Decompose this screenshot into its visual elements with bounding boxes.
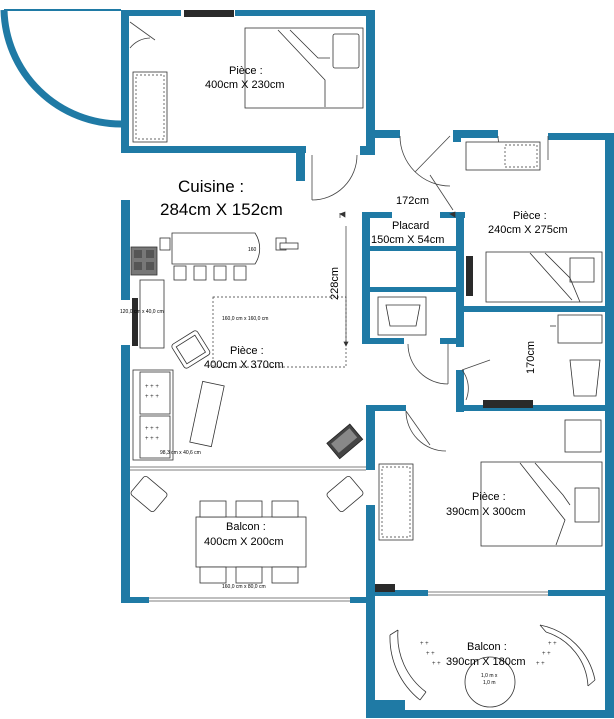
toilet — [377, 296, 427, 336]
wall — [548, 590, 614, 596]
wall — [296, 146, 305, 181]
balcony-right-furniture — [389, 624, 596, 708]
wall — [366, 710, 614, 718]
living-height-dimension: 228cm — [329, 267, 341, 300]
wall — [453, 130, 461, 142]
room-kitchen-line1: Cuisine : — [178, 177, 244, 196]
bath-height-dimension: 170cm — [525, 341, 537, 374]
svg-text:+ +: + + — [536, 661, 545, 667]
rug-label: 160,0 cm x 160,0 cm — [222, 316, 268, 322]
sofa — [132, 369, 174, 461]
wall — [548, 133, 614, 140]
wall — [121, 200, 130, 300]
wall — [462, 405, 614, 411]
wall — [121, 146, 306, 153]
svg-text:+ +: + + — [542, 651, 551, 657]
wall — [456, 212, 464, 347]
round-table-label-1: 1,0 m x — [481, 673, 498, 679]
windows — [132, 10, 533, 592]
wall — [360, 146, 375, 155]
table-round-label: 160 — [248, 247, 257, 253]
window — [375, 584, 395, 592]
keyboard-corner — [326, 423, 364, 460]
shelf-label: 120,0 cm x 40,0 cm — [120, 309, 164, 315]
svg-text:+ + +: + + + — [145, 394, 159, 400]
wall — [462, 306, 614, 312]
svg-text:+ +: + + — [548, 641, 557, 647]
window — [184, 10, 234, 17]
wall — [440, 338, 464, 344]
room-living-line1: Pièce : — [230, 345, 264, 357]
wall — [366, 590, 428, 596]
svg-text:+ +: + + — [420, 641, 429, 647]
wall — [456, 370, 464, 412]
bedroom-bottom-furniture — [378, 419, 603, 547]
svg-text:+ +: + + — [426, 651, 435, 657]
wall — [366, 405, 406, 411]
wall — [121, 10, 181, 16]
room-bedroom-bottom-line1: Pièce : — [472, 491, 506, 503]
wall — [362, 287, 464, 292]
wall — [366, 10, 375, 155]
balcony-left-furniture — [130, 475, 364, 584]
bed-top — [244, 27, 364, 109]
chair-marks: + + + + + + + + + + + + + + + + + + + + … — [145, 384, 557, 667]
wall — [350, 597, 372, 603]
wall — [121, 597, 149, 603]
room-bedroom-right-line2: 240cm X 275cm — [488, 224, 567, 236]
shelf — [139, 279, 165, 349]
coffee-table — [189, 380, 225, 448]
wall — [366, 405, 375, 470]
sofa-label: 98,3 cm x 40,6 cm — [160, 450, 201, 456]
svg-text:+ + +: + + + — [145, 384, 159, 390]
bedroom-right-furniture — [465, 141, 603, 303]
room-living-line2: 400cm X 370cm — [204, 359, 283, 371]
balcony-table-label: 160,0 cm x 80,0 cm — [222, 584, 266, 590]
room-placard-line2: 150cm X 54cm — [371, 234, 444, 246]
room-kitchen-line2: 284cm X 152cm — [160, 200, 283, 219]
wall — [375, 130, 400, 138]
wall — [605, 133, 614, 718]
room-placard-line1: Placard — [392, 220, 429, 232]
window-lines — [130, 466, 548, 602]
room-bedroom-right-line1: Pièce : — [513, 210, 547, 222]
round-table-label-2: 1,0 m — [483, 680, 496, 686]
wall — [235, 10, 375, 16]
svg-text:+ + +: + + + — [145, 426, 159, 432]
corridor-dimension: 172cm — [396, 195, 429, 207]
wall — [366, 505, 375, 718]
wall — [375, 700, 405, 710]
wall — [121, 10, 129, 150]
bathroom-fixtures — [550, 314, 603, 397]
walls — [121, 10, 614, 718]
svg-text:+ +: + + — [432, 661, 441, 667]
dimension-lines — [339, 211, 456, 347]
kitchen-table — [159, 232, 299, 281]
wall — [453, 130, 498, 138]
entrance-arc — [0, 9, 122, 128]
room-bedroom-bottom-line2: 390cm X 300cm — [446, 506, 525, 518]
wall — [362, 212, 392, 218]
room-balcony-right-line1: Balcon : — [467, 641, 507, 653]
wall — [121, 345, 130, 475]
window — [483, 400, 533, 408]
wardrobe — [132, 71, 168, 143]
room-balcony-left-line1: Balcon : — [226, 521, 266, 533]
room-bedroom-top-line2: 400cm X 230cm — [205, 79, 284, 91]
wall — [362, 338, 404, 344]
room-balcony-right-line2: 390cm X 180cm — [446, 656, 525, 668]
room-bedroom-top-line1: Pièce : — [229, 65, 263, 77]
wall — [362, 212, 370, 342]
wall — [121, 475, 130, 603]
window — [466, 256, 473, 296]
wall — [362, 246, 464, 251]
armchair-living — [171, 330, 211, 369]
svg-text:+ + +: + + + — [145, 436, 159, 442]
room-balcony-left-line2: 400cm X 200cm — [204, 536, 283, 548]
window — [132, 298, 138, 346]
